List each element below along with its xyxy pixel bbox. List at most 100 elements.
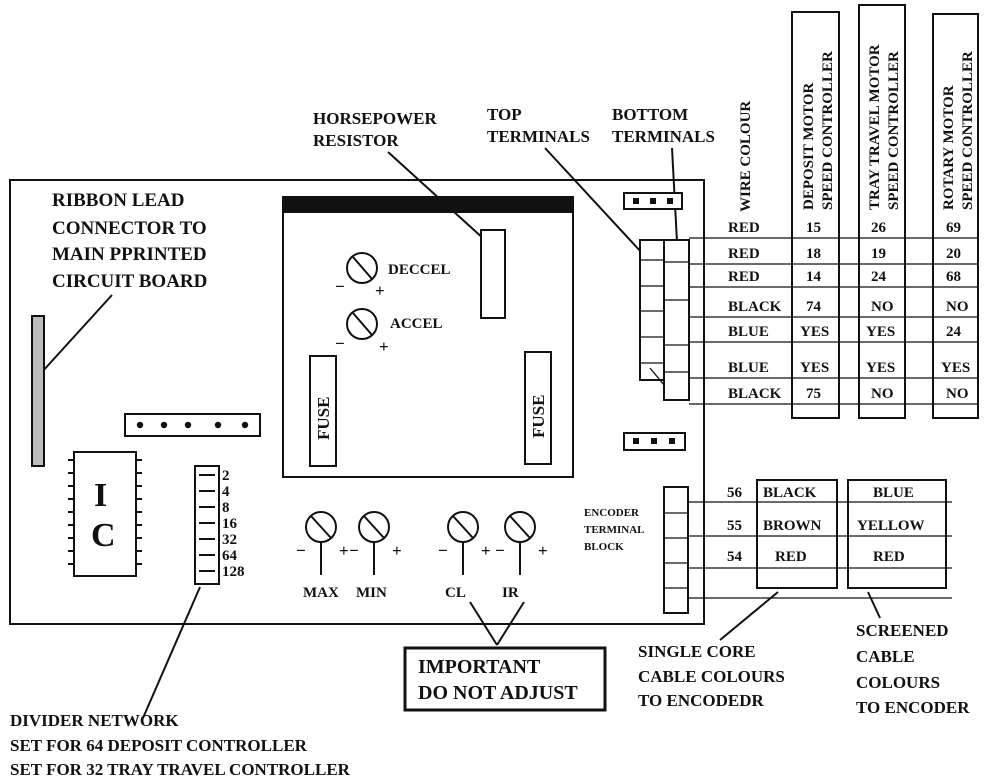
tray-heading-line-1: TRAY TRAVEL MOTOR bbox=[867, 44, 883, 210]
ribbon-label-line-2: CONNECTOR TO bbox=[52, 218, 207, 239]
wire-colour-cell: BLUE bbox=[728, 324, 769, 340]
left-fuse bbox=[309, 355, 337, 467]
module-top-bar bbox=[283, 197, 573, 213]
pot-cl[interactable] bbox=[447, 511, 479, 543]
deccel-trimmer[interactable] bbox=[346, 252, 378, 284]
right-fuse-label: FUSE bbox=[529, 395, 548, 438]
pot-ir-label: IR bbox=[502, 585, 519, 601]
divider-network-deposit-note: SET FOR 64 DEPOSIT CONTROLLER bbox=[10, 736, 308, 755]
deposit-cell: YES bbox=[800, 360, 829, 376]
wire-colour-cell: RED bbox=[728, 269, 760, 285]
screened-label-line-1: SCREENED bbox=[856, 621, 949, 640]
rotary-controller-column bbox=[932, 13, 979, 419]
five-pin-header bbox=[124, 413, 261, 437]
tray-controller-column bbox=[858, 4, 906, 419]
rotary-heading-line-2: SPEED CONTROLLER bbox=[960, 51, 976, 210]
single-core-colour-cell: BROWN bbox=[763, 518, 822, 534]
tray-cell: NO bbox=[871, 386, 894, 402]
top-terminals-leader-line bbox=[544, 147, 643, 254]
divider-switches[interactable] bbox=[199, 474, 215, 572]
screened-label-line-4: TO ENCODER bbox=[856, 698, 970, 717]
mid-right-header-connector bbox=[623, 432, 686, 451]
tray-heading-line-2: SPEED CONTROLLER bbox=[886, 51, 902, 210]
pot-max-plus: + bbox=[339, 541, 349, 560]
encoder-label-line-1: ENCODER bbox=[584, 507, 640, 519]
pot-ir-minus: − bbox=[495, 541, 505, 560]
deposit-cell: 74 bbox=[806, 299, 822, 315]
rotary-cell: 68 bbox=[946, 269, 961, 285]
encoder-terminal-number: 54 bbox=[727, 549, 743, 565]
encoder-terminal-number: 56 bbox=[727, 485, 743, 501]
pot-max-label: MAX bbox=[303, 585, 339, 601]
wire-colour-cell: BLACK bbox=[728, 386, 782, 402]
screened-colour-cell: BLUE bbox=[873, 485, 914, 501]
screened-label-line-2: CABLE bbox=[856, 647, 915, 666]
deposit-cell: YES bbox=[800, 324, 829, 340]
top-terminals-label-line-1: TOP bbox=[487, 105, 522, 124]
single-core-cable-box bbox=[756, 479, 838, 589]
divider-value-4: 4 bbox=[222, 484, 230, 500]
ribbon-label-line-3: MAIN PPRINTED bbox=[52, 244, 207, 265]
divider-value-32: 32 bbox=[222, 532, 237, 548]
single-core-label-line-1: SINGLE CORE bbox=[638, 642, 756, 661]
top-right-header-connector bbox=[623, 192, 683, 210]
encoder-label-line-2: TERMINAL bbox=[584, 524, 645, 536]
divider-network-block bbox=[194, 465, 220, 585]
single-core-colour-cell: BLACK bbox=[763, 485, 817, 501]
ic-label-i: I bbox=[94, 477, 107, 514]
divider-network-title: DIVIDER NETWORK bbox=[10, 711, 179, 730]
pot-min[interactable] bbox=[358, 511, 390, 543]
wire-colour-cell: RED bbox=[728, 246, 760, 262]
circuit-board-outline bbox=[9, 179, 705, 625]
rotary-cell: 20 bbox=[946, 246, 961, 262]
pot-min-plus: + bbox=[392, 541, 402, 560]
tray-cell: YES bbox=[866, 360, 895, 376]
ribbon-leader-line bbox=[41, 294, 113, 373]
pot-ir[interactable] bbox=[504, 511, 536, 543]
right-fuse bbox=[524, 351, 552, 465]
top-terminal-strip bbox=[639, 239, 666, 381]
tray-cell: NO bbox=[871, 299, 894, 315]
pot-cl-minus: − bbox=[438, 541, 448, 560]
pot-cl-label: CL bbox=[445, 585, 466, 601]
deposit-cell: 75 bbox=[806, 386, 821, 402]
divider-leader-line bbox=[142, 586, 201, 719]
rotary-cell: NO bbox=[946, 386, 969, 402]
ribbon-label-line-4: CIRCUIT BOARD bbox=[52, 271, 207, 292]
wire-colour-cell: RED bbox=[728, 220, 760, 236]
ir-warning-leader bbox=[496, 601, 525, 646]
tray-cell: 26 bbox=[871, 220, 887, 236]
pot-max-minus: − bbox=[296, 541, 306, 560]
bottom-terminals-label-line-1: BOTTOM bbox=[612, 105, 688, 124]
divider-network-tray-note: SET FOR 32 TRAY TRAVEL CONTROLLER bbox=[10, 760, 351, 779]
accel-trimmer[interactable] bbox=[346, 308, 378, 340]
rotary-heading-line-1: ROTARY MOTOR bbox=[941, 85, 957, 210]
horsepower-label-line-2: RESISTOR bbox=[313, 131, 399, 150]
important-warning-box bbox=[403, 646, 607, 712]
single-core-label-line-3: TO ENCODEDR bbox=[638, 691, 765, 710]
accel-label: ACCEL bbox=[390, 316, 443, 332]
rotary-cell: NO bbox=[946, 299, 969, 315]
encoder-label-line-3: BLOCK bbox=[584, 541, 624, 553]
encoder-terminal-number: 55 bbox=[727, 518, 742, 534]
horsepower-label-line-1: HORSEPOWER bbox=[313, 109, 437, 128]
deposit-cell: 18 bbox=[806, 246, 821, 262]
tray-cell: 19 bbox=[871, 246, 886, 262]
pot-max[interactable] bbox=[305, 511, 337, 543]
deposit-cell: 15 bbox=[806, 220, 821, 236]
bottom-terminals-label-line-2: TERMINALS bbox=[612, 127, 715, 146]
cl-warning-leader bbox=[469, 601, 498, 646]
do-not-adjust-label: DO NOT ADJUST bbox=[418, 682, 578, 704]
divider-value-2: 2 bbox=[222, 468, 230, 484]
rotary-cell: 69 bbox=[946, 220, 961, 236]
tray-cell: YES bbox=[866, 324, 895, 340]
single-core-leader-line bbox=[719, 591, 779, 641]
screened-leader-line bbox=[867, 591, 881, 619]
deposit-heading-line-1: DEPOSIT MOTOR bbox=[801, 82, 817, 210]
pot-ir-plus: + bbox=[538, 541, 548, 560]
divider-value-128: 128 bbox=[222, 564, 245, 580]
encoder-terminal-block bbox=[663, 486, 689, 614]
deposit-controller-column bbox=[791, 11, 840, 419]
deccel-minus: − bbox=[335, 277, 345, 296]
